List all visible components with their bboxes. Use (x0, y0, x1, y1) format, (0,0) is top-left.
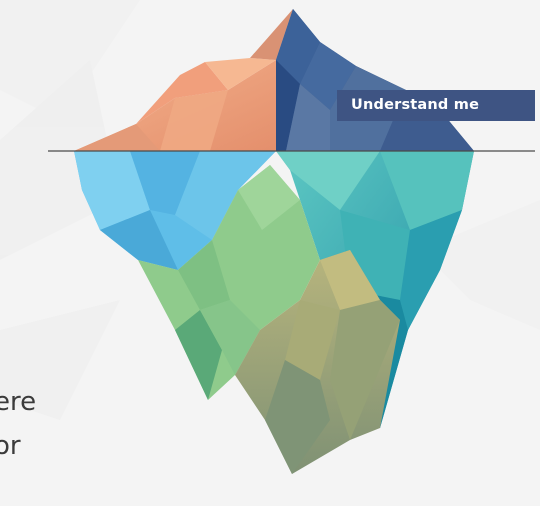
iceberg-bottom-olive (235, 250, 400, 474)
iceberg-bottom-green (138, 165, 320, 400)
understand-me-label: Understand me (337, 90, 535, 121)
iceberg-top-left (74, 9, 293, 151)
clipped-text-line-1: ere (0, 387, 37, 417)
iceberg-bottom-left (74, 151, 276, 270)
iceberg-top-right (276, 9, 474, 151)
background-facets (0, 0, 540, 420)
clipped-text-line-2: or (0, 431, 21, 461)
